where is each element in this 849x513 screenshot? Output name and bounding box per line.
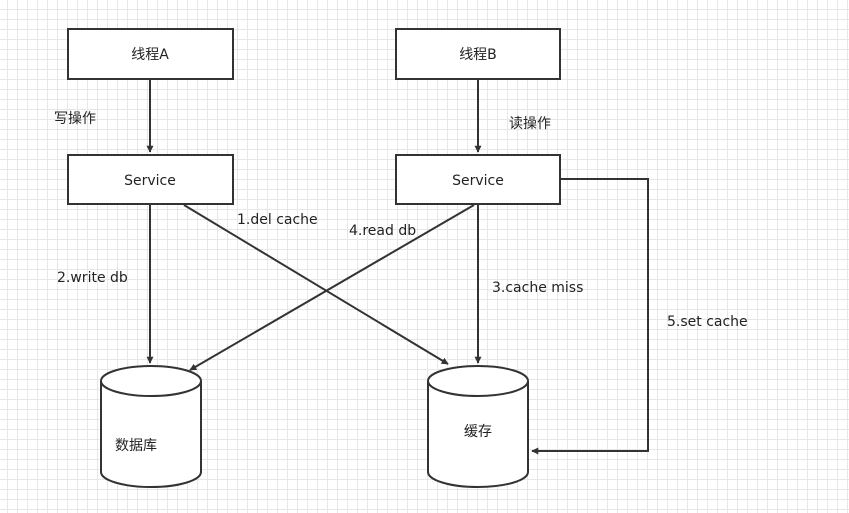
database-label: 数据库: [115, 438, 157, 454]
service-b-label: Service: [452, 173, 504, 189]
read-op-label: 读操作: [509, 115, 551, 132]
edge-del-cache: [183, 204, 449, 365]
cache-miss-label: 3.cache miss: [492, 280, 583, 296]
thread-b-label: 线程B: [459, 47, 497, 63]
service-b-node[interactable]: Service: [395, 154, 561, 205]
edge-set-cache: [531, 178, 649, 455]
service-a-label: Service: [124, 173, 176, 189]
cache-node[interactable]: 缓存: [427, 365, 529, 488]
thread-a-label: 线程A: [131, 47, 169, 63]
write-op-label: 写操作: [54, 111, 96, 127]
set-cache-label: 5.set cache: [667, 314, 748, 330]
edge-read-db: [189, 204, 475, 371]
service-a-node[interactable]: Service: [67, 154, 234, 205]
thread-b-node[interactable]: 线程B: [395, 28, 561, 80]
thread-a-node[interactable]: 线程A: [67, 28, 234, 80]
del-cache-label: 1.del cache: [237, 212, 318, 228]
cache-label: 缓存: [464, 424, 492, 440]
database-node[interactable]: 数据库: [100, 365, 202, 488]
read-db-label: 4.read db: [349, 223, 416, 239]
write-db-label: 2.write db: [57, 270, 128, 286]
